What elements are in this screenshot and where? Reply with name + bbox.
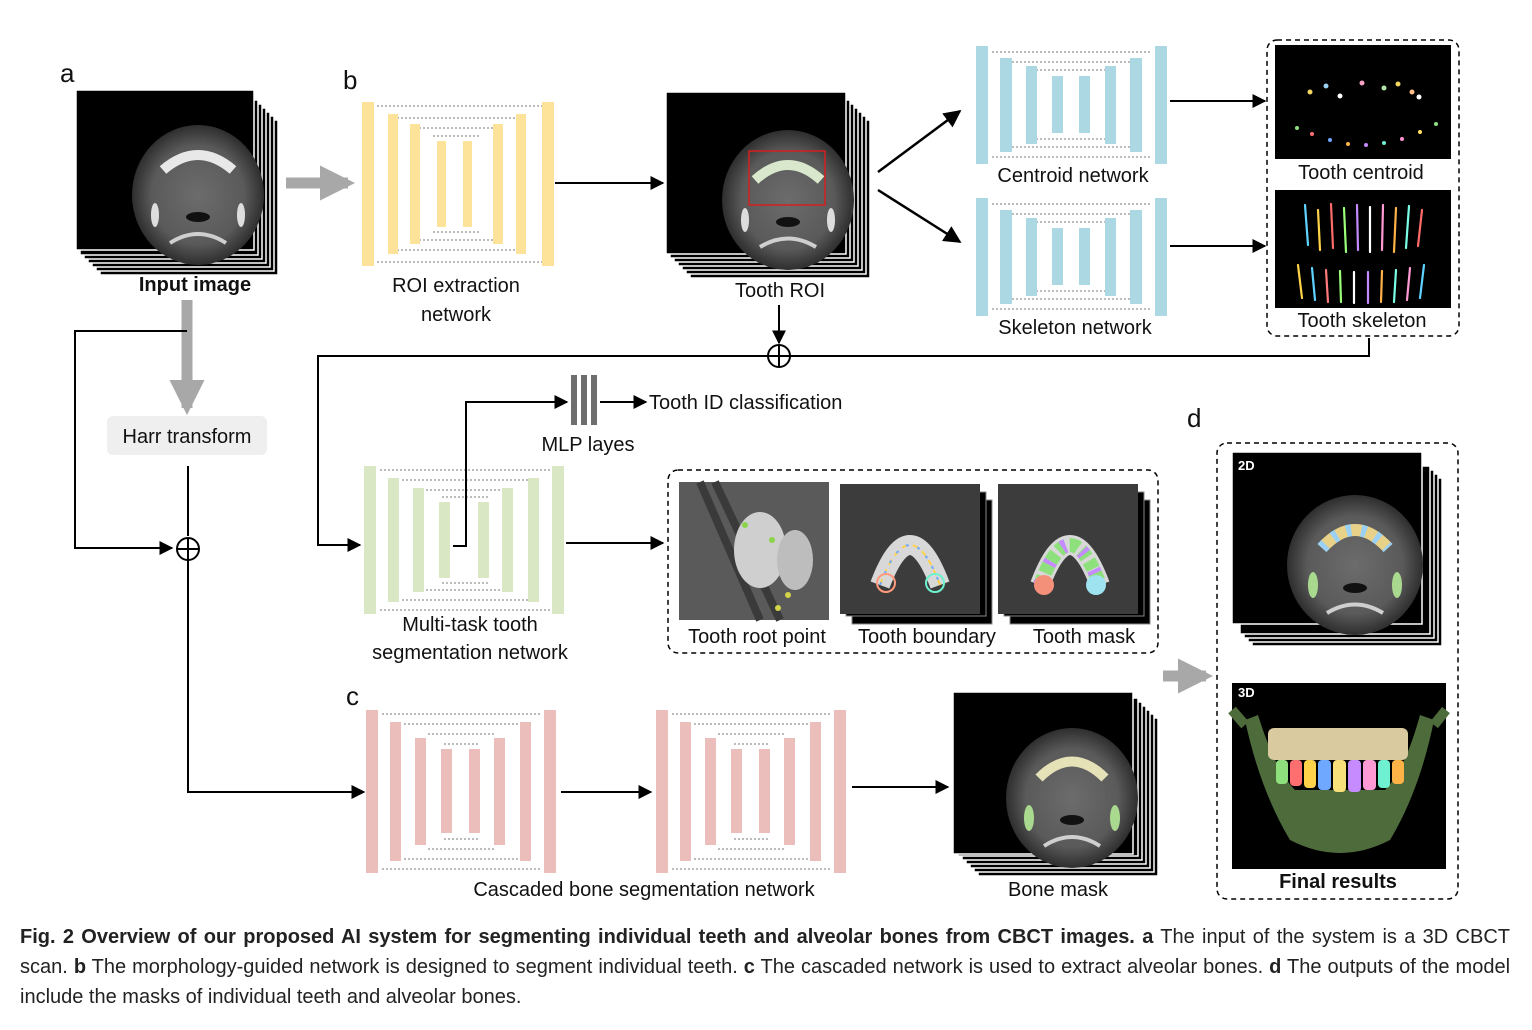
multitask-label-line1: Multi-task tooth [402, 614, 538, 636]
bone-network-2 [656, 710, 846, 873]
tooth-skeleton-image [1275, 190, 1451, 308]
tooth-boundary-image [840, 484, 993, 625]
cascaded-bone-network-label: Cascaded bone segmentation network [473, 879, 815, 901]
tooth-mask-image [998, 484, 1151, 625]
skeleton-network [976, 198, 1167, 316]
combine-operator-left [176, 537, 200, 561]
harr-transform-box [107, 416, 267, 455]
caption-c-letter: c [743, 956, 755, 978]
tooth-root-point-label: Tooth root point [688, 626, 826, 648]
mlp-layers-label: MLP layes [541, 434, 634, 456]
figure-caption: Fig. 2 Overview of our proposed AI syste… [20, 922, 1510, 1012]
panel-b-label: b [343, 65, 357, 95]
line-skeleton-to-combine [790, 338, 1370, 357]
mlp-layers-block [571, 375, 597, 425]
tooth-centroid-label: Tooth centroid [1298, 162, 1424, 184]
tooth-id-classification-label: Tooth ID classification [649, 392, 842, 414]
arrow-combine-to-bone-network [187, 560, 366, 799]
caption-title: Fig. 2 Overview of our proposed AI syste… [20, 926, 1135, 948]
harr-transform-label: Harr transform [123, 426, 252, 448]
tooth-outputs-box [667, 469, 1159, 654]
arrow-bottleneck-to-mlp [453, 395, 569, 547]
arrow-input-to-combine-left [74, 330, 187, 555]
bone-network-1 [366, 710, 556, 873]
centroid-skeleton-output-box [1266, 39, 1460, 337]
caption-c-text: The cascaded network is used to extract … [760, 956, 1264, 978]
combine-operator-top [767, 344, 791, 368]
caption-d-text: The outputs of the model include the mas… [20, 956, 1511, 1008]
roi-network-label-line1: ROI extraction [392, 275, 520, 297]
multitask-label-line2: segmentation network [372, 642, 569, 664]
panel-d-label: d [1187, 403, 1201, 433]
tag-2d: 2D [1238, 458, 1255, 473]
tooth-root-point-image [679, 480, 829, 622]
tag-3d: 3D [1238, 685, 1255, 700]
final-2d-image-stack [1231, 451, 1443, 647]
panel-a-label: a [60, 58, 75, 88]
roi-bounding-box [748, 150, 826, 206]
centroid-network [976, 46, 1167, 164]
final-3d-render [1228, 683, 1450, 869]
tooth-skeleton-label: Tooth skeleton [1298, 310, 1427, 332]
roi-network-label-line2: network [421, 304, 492, 326]
arrow-to-centroid-network [877, 109, 962, 174]
tooth-centroid-image [1275, 45, 1451, 159]
pipeline-diagram: a b c d Input image RO [60, 39, 1460, 901]
arrow-to-skeleton-network [877, 188, 962, 244]
panel-c-label: c [346, 681, 359, 711]
tooth-roi-stack [665, 91, 871, 279]
bone-mask-stack [952, 691, 1159, 877]
arrow-combine-to-multitask [317, 355, 768, 552]
caption-a-text: The input of the system is a 3D CBCT sca… [20, 926, 1510, 978]
final-results-label: Final results [1279, 871, 1397, 893]
caption-a-letter: a [1142, 926, 1154, 948]
skeleton-network-label: Skeleton network [998, 317, 1152, 339]
tooth-roi-label: Tooth ROI [735, 280, 825, 302]
centroid-network-label: Centroid network [997, 165, 1149, 187]
caption-d-letter: d [1269, 956, 1282, 978]
final-results-box [1216, 442, 1459, 900]
tooth-boundary-label: Tooth boundary [858, 626, 996, 648]
multitask-segmentation-network [364, 466, 564, 614]
caption-b-letter: b [73, 956, 87, 978]
caption-b-text: The morphology-guided network is designe… [91, 956, 738, 978]
tooth-mask-label: Tooth mask [1033, 626, 1136, 648]
input-image-stack [75, 89, 279, 276]
bone-mask-label: Bone mask [1008, 879, 1109, 901]
input-image-label: Input image [139, 274, 251, 296]
roi-extraction-network [362, 102, 554, 266]
